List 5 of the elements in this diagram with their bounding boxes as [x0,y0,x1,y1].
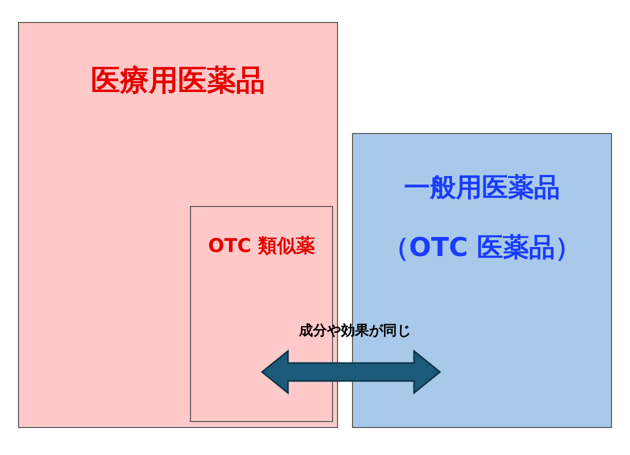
double-arrow [260,349,442,395]
category-label: OTC 類似薬 [207,234,316,259]
category-label: （OTC 医薬品） [382,232,582,265]
category-label: 一般用医薬品 [403,172,561,205]
category-label: 医療用医薬品 [90,62,266,99]
